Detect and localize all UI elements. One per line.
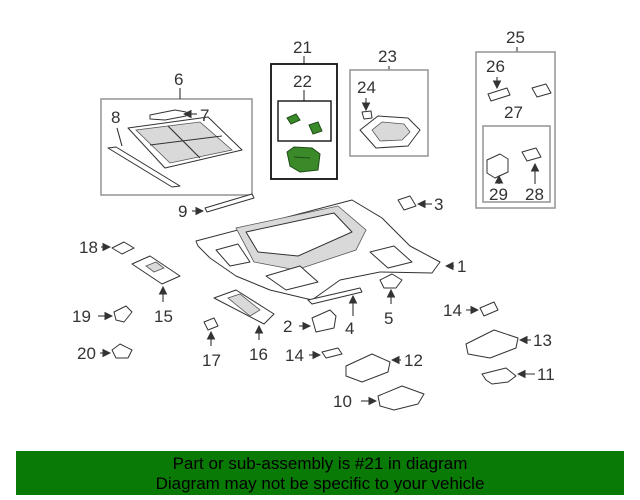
group-box-6: 6 7 8 <box>100 70 253 196</box>
grab-handle-part-10[interactable]: 10 <box>333 385 425 411</box>
callout-8[interactable]: 8 <box>111 108 120 127</box>
clip-part-3[interactable]: 3 <box>397 195 443 214</box>
sunvisor-part-15[interactable]: 15 <box>131 255 181 326</box>
bracket-part-12[interactable]: 12 <box>345 351 423 383</box>
callout-26[interactable]: 26 <box>486 57 505 76</box>
callout-22[interactable]: 22 <box>293 72 312 91</box>
callout-19[interactable]: 19 <box>72 307 91 326</box>
callout-14-lower[interactable]: 14 <box>285 346 304 365</box>
clip-part-18[interactable]: 18 <box>79 238 135 257</box>
bulb-part[interactable] <box>286 113 323 135</box>
callout-9[interactable]: 9 <box>178 202 187 221</box>
clip-part-17[interactable]: 17 <box>202 317 221 370</box>
callout-15[interactable]: 15 <box>154 307 173 326</box>
callout-18[interactable]: 18 <box>79 238 98 257</box>
dome-lamp-assembly[interactable] <box>286 146 321 173</box>
callout-23[interactable]: 23 <box>378 47 397 66</box>
callout-1[interactable]: 1 <box>457 257 466 276</box>
callout-28[interactable]: 28 <box>525 185 544 204</box>
callout-10[interactable]: 10 <box>333 392 352 411</box>
callout-4[interactable]: 4 <box>345 319 354 338</box>
banner-line-2: Diagram may not be specific to your vehi… <box>155 474 485 493</box>
callout-20[interactable]: 20 <box>77 344 96 363</box>
bulb-part-14-lower[interactable]: 14 <box>285 346 343 365</box>
callout-11[interactable]: 11 <box>537 365 555 384</box>
headliner-part[interactable]: 1 <box>195 199 466 301</box>
info-banner: Part or sub-assembly is #21 in diagram D… <box>16 451 624 495</box>
callout-3[interactable]: 3 <box>434 195 443 214</box>
callout-16[interactable]: 16 <box>249 345 268 364</box>
bracket-part-2[interactable]: 2 <box>283 309 337 336</box>
callout-25[interactable]: 25 <box>506 28 525 47</box>
banner-line-1: Part or sub-assembly is #21 in diagram <box>172 454 468 473</box>
callout-27[interactable]: 27 <box>504 103 523 122</box>
callout-5[interactable]: 5 <box>384 309 393 328</box>
callout-29[interactable]: 29 <box>489 185 508 204</box>
callout-21[interactable]: 21 <box>293 38 312 57</box>
callout-7[interactable]: 7 <box>200 106 209 125</box>
callout-2[interactable]: 2 <box>283 317 292 336</box>
group-box-21: 21 22 <box>270 38 338 180</box>
callout-17[interactable]: 17 <box>202 351 221 370</box>
grab-handle-part-11[interactable]: 11 <box>481 365 555 385</box>
group-box-23: 23 24 <box>349 47 429 157</box>
sunvisor-part-16[interactable]: 16 <box>213 289 275 364</box>
bulb-part-14-upper[interactable]: 14 <box>443 301 499 320</box>
callout-13[interactable]: 13 <box>533 331 552 350</box>
clip-part-19[interactable]: 19 <box>72 305 133 326</box>
callout-14-upper[interactable]: 14 <box>443 301 462 320</box>
bracket-part-13[interactable]: 13 <box>465 329 552 359</box>
clip-part-5[interactable]: 5 <box>379 273 403 328</box>
trim-strip-part[interactable]: 9 <box>178 193 255 221</box>
callout-6[interactable]: 6 <box>174 70 183 89</box>
group-box-25: 25 26 27 29 28 <box>475 28 556 209</box>
callout-24[interactable]: 24 <box>357 78 376 97</box>
clip-part-20[interactable]: 20 <box>77 343 133 363</box>
callout-12[interactable]: 12 <box>404 351 423 370</box>
trim-part-4[interactable]: 4 <box>307 287 363 338</box>
